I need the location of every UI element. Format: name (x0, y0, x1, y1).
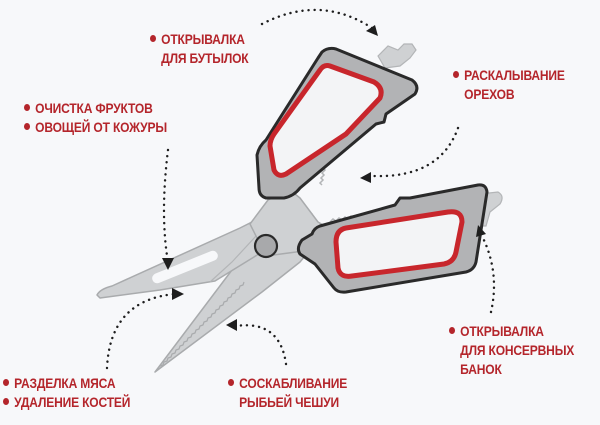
callout-line: СОСКАБЛИВАНИЕ (228, 374, 347, 393)
callout-meat-bones: РАЗДЕЛКА МЯСА УДАЛЕНИЕ КОСТЕЙ (3, 374, 130, 412)
callout-line: ОТКРЫВАЛКА (449, 322, 574, 341)
callout-line: ОРЕХОВ (464, 86, 515, 102)
pivot-screw (253, 233, 279, 259)
callout-line: УДАЛЕНИЕ КОСТЕЙ (3, 393, 130, 412)
arrow-heads (162, 25, 486, 331)
callout-line: РЫБЬЕЙ ЧЕШУИ (239, 394, 340, 410)
callout-line: ДЛЯ БУТЫЛОК (161, 50, 249, 66)
peeler-slot (152, 250, 218, 284)
arrow-bottle-opener (260, 8, 374, 30)
callout-bottle-opener: ОТКРЫВАЛКА ДЛЯ БУТЫЛОК (150, 30, 248, 68)
callout-line: РАЗДЕЛКА МЯСА (3, 374, 130, 393)
arrow-nut-cracking (372, 126, 460, 178)
arrow-peeling (162, 148, 170, 264)
arrow-can-opener (480, 234, 496, 314)
callout-line: РАСКАЛЫВАНИЕ (453, 66, 565, 85)
callout-nut-cracking: РАСКАЛЫВАНИЕ ОРЕХОВ (453, 66, 565, 104)
callout-arrows (105, 8, 496, 370)
lower-handle (296, 183, 503, 294)
callout-can-opener: ОТКРЫВАЛКА ДЛЯ КОНСЕРВНЫХ БАНОК (449, 322, 574, 379)
callout-line: ОВОЩЕЙ ОТ КОЖУРЫ (24, 118, 167, 137)
callout-line: ОТКРЫВАЛКА (150, 30, 248, 49)
arrow-fish-scale (234, 324, 288, 366)
arrow-meat-bones (105, 292, 177, 370)
callout-fish-scale: СОСКАБЛИВАНИЕ РЫБЬЕЙ ЧЕШУИ (228, 374, 347, 412)
callout-line: ОЧИСТКА ФРУКТОВ (24, 99, 167, 118)
callout-peeling: ОЧИСТКА ФРУКТОВ ОВОЩЕЙ ОТ КОЖУРЫ (24, 99, 167, 137)
upper-handle (255, 43, 419, 200)
callout-line: БАНОК (460, 361, 502, 377)
callout-line: ДЛЯ КОНСЕРВНЫХ (460, 342, 575, 358)
